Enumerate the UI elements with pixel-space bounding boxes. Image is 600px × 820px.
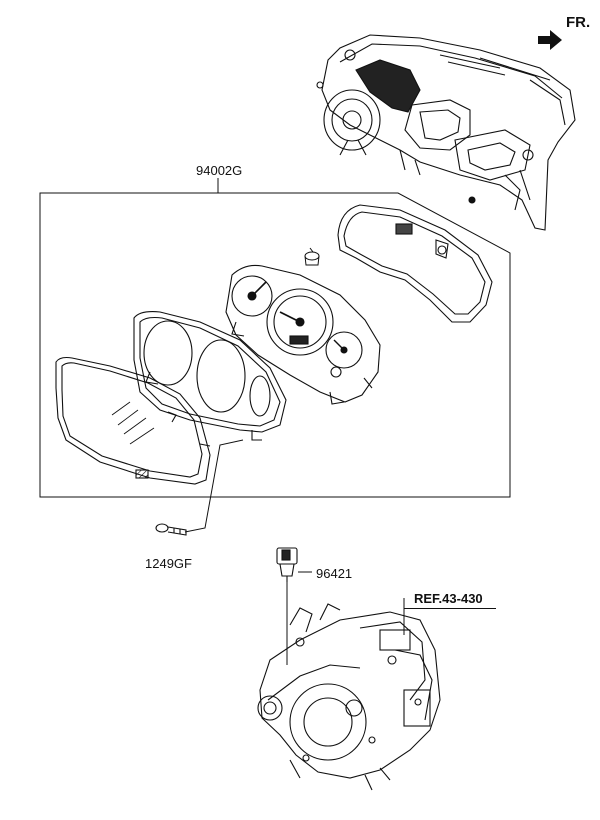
leader-1249gf: [184, 439, 244, 533]
part-label-screw: 1249GF: [145, 556, 192, 571]
screw-part: [155, 523, 187, 536]
reference-label: REF.43-430: [414, 591, 483, 606]
reference-underline: [404, 608, 496, 609]
front-direction-label: FR.: [566, 14, 591, 31]
transaxle-illustration: [257, 603, 441, 791]
gauge-panel: [225, 264, 381, 405]
bulb-socket: [304, 247, 320, 266]
direction-arrow-icon: [538, 30, 562, 50]
part-label-cluster-assembly: 94002G: [196, 163, 243, 178]
cluster-assembly-boundary: [39, 192, 511, 498]
speed-sensor-part: [276, 547, 298, 582]
cluster-bezel: [133, 311, 287, 441]
cluster-glass: [55, 356, 211, 485]
leader-96421: [286, 571, 312, 665]
back-cover: [337, 204, 493, 323]
dashboard-illustration: [316, 34, 576, 231]
part-label-speed-sensor: 96421: [316, 566, 353, 581]
